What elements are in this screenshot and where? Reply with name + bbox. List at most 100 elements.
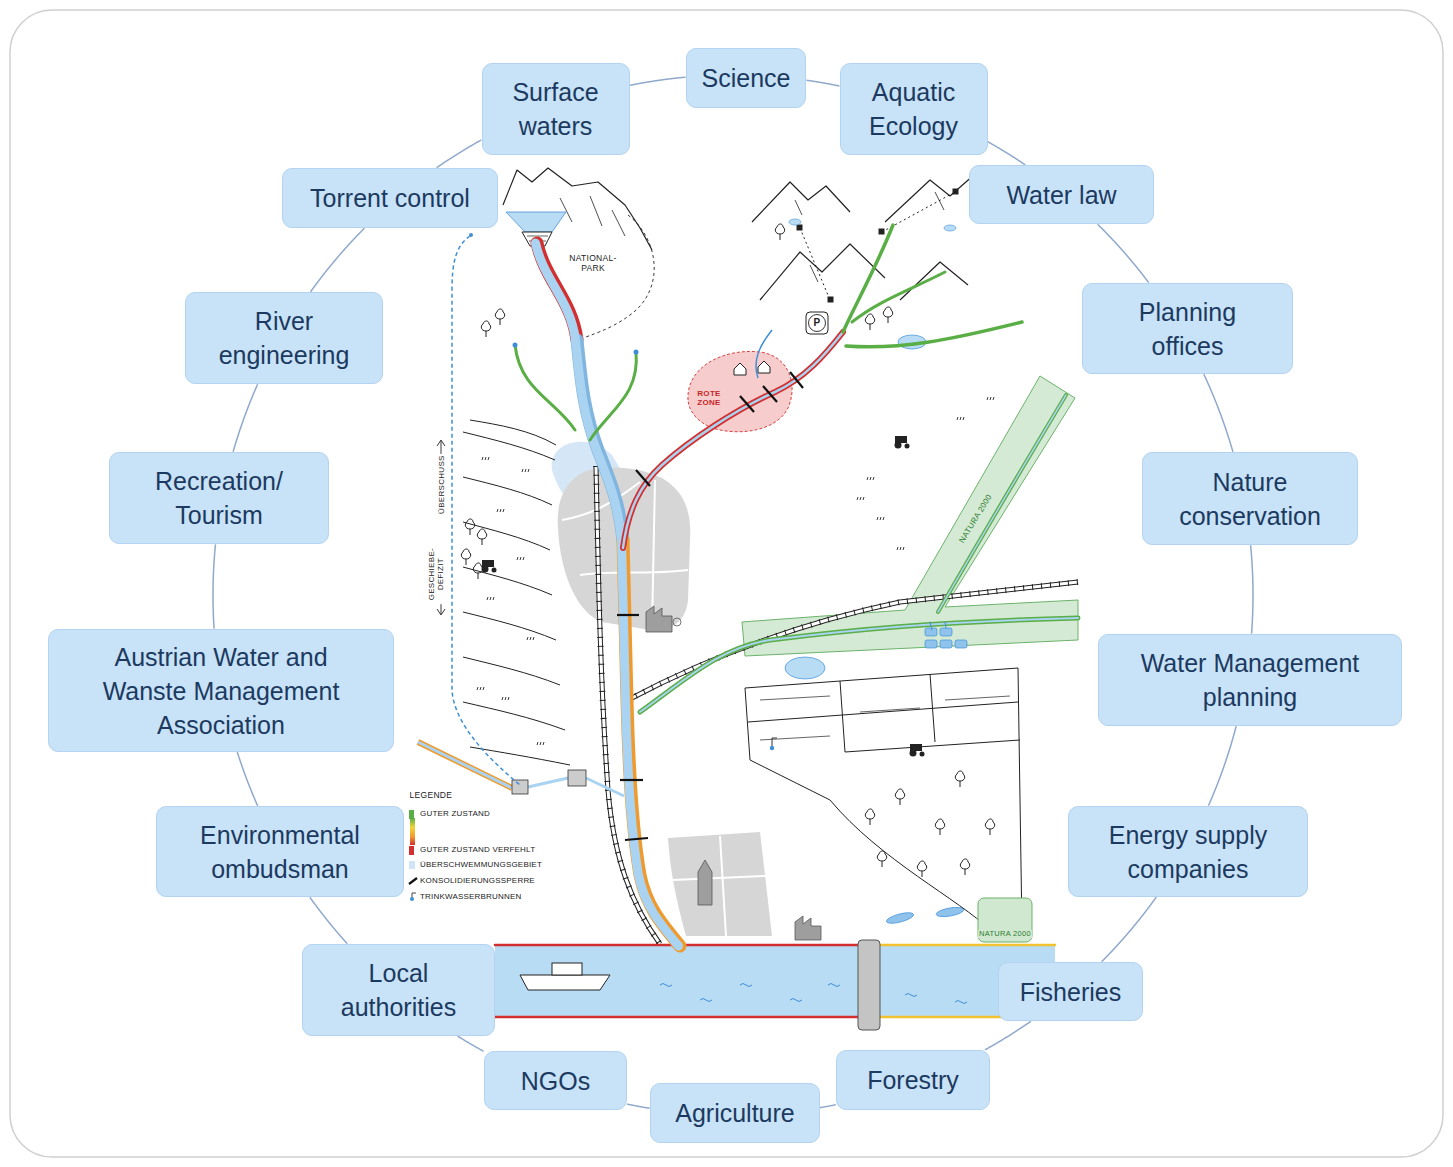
- red-zone: [758, 361, 770, 373]
- field-lines: [463, 432, 555, 460]
- mountain: [900, 262, 968, 300]
- fish-pond: [936, 906, 965, 919]
- stakeholder-name: Planning offices: [1118, 295, 1258, 363]
- town: [672, 876, 766, 880]
- ring-connector: [1251, 545, 1253, 633]
- stakeholder-name: Environmental ombudsman: [180, 818, 380, 886]
- tree: [883, 307, 892, 323]
- tractor: [482, 436, 925, 757]
- farmland: [745, 668, 1022, 930]
- river: [623, 540, 680, 946]
- river: [634, 350, 639, 355]
- stakeholder-box: Planning offices: [1082, 283, 1293, 374]
- tractor: [895, 436, 910, 449]
- ring-connector: [237, 752, 257, 806]
- zone-label: ROTE ZONE: [693, 389, 725, 407]
- tree: [461, 224, 994, 877]
- sediment-path: [452, 233, 520, 785]
- field-lines: [470, 747, 570, 765]
- stakeholder-name: Aquatic Ecology: [854, 75, 974, 143]
- box-content: Fisheries: [1020, 975, 1121, 1009]
- stakeholder-box: Science: [686, 48, 806, 108]
- stakeholder-box: Energy supply companies: [1068, 806, 1308, 897]
- legend-swatch: [409, 810, 414, 819]
- river: [495, 225, 1078, 1017]
- tree: [477, 529, 486, 545]
- stakeholder-name: Agriculture: [675, 1096, 795, 1130]
- legend-text: GUTER ZUSTAND VERFEHLT: [420, 845, 536, 855]
- town: [652, 480, 655, 628]
- railway: [628, 582, 1078, 700]
- town: [562, 480, 766, 936]
- grass: [517, 557, 524, 560]
- legend-symbol: [410, 818, 415, 845]
- railway: [596, 466, 1078, 944]
- box-content: Nature conservation: [1160, 465, 1340, 533]
- legend-text: ÜBERSCHWEMMUNGSGEBIET: [420, 860, 543, 870]
- grass: [502, 697, 509, 700]
- box-content: NGOs: [521, 1064, 590, 1098]
- legend-row: TRINKWASSERBRUNNEN: [409, 892, 523, 902]
- wave: [660, 984, 967, 1004]
- grass: [477, 397, 994, 745]
- natura-band: [742, 376, 1078, 656]
- farmland: [845, 740, 1020, 752]
- stakeholder-box: Recreation/ Tourism: [109, 452, 329, 544]
- stakeholder-name: Austrian Water and Wanste Management Ass…: [91, 640, 351, 742]
- river: [590, 352, 636, 440]
- farmland: [840, 681, 845, 752]
- tree: [461, 549, 470, 565]
- field-lines: [463, 612, 556, 640]
- farmland: [745, 668, 1022, 930]
- ring-connector: [630, 77, 686, 85]
- box-content: Surface waters: [496, 75, 616, 143]
- building-icon: [698, 860, 712, 905]
- consolidation-dam: [636, 470, 650, 486]
- legend-row: GUTER ZUSTAND: [409, 809, 491, 819]
- wave: [790, 999, 802, 1002]
- building-icon: [673, 618, 681, 626]
- ski-lift: [797, 225, 802, 230]
- boat: [520, 975, 610, 990]
- tree: [865, 314, 874, 330]
- tree: [960, 859, 969, 875]
- grass: [957, 417, 964, 420]
- grass: [877, 517, 884, 520]
- grass: [897, 547, 904, 550]
- national-park-border: [578, 215, 654, 340]
- building-icon: [646, 606, 672, 632]
- tractor: [492, 568, 497, 573]
- mountain: [795, 192, 944, 282]
- ring-connector: [806, 80, 839, 86]
- grass: [497, 509, 504, 512]
- map-label: GESCHIEBE- DEFIZIT: [427, 544, 445, 604]
- weir: [858, 940, 880, 1030]
- fish-pond: [940, 640, 952, 648]
- river: [640, 618, 1078, 712]
- stakeholder-name: River engineering: [199, 304, 369, 372]
- frame: [10, 10, 1443, 1157]
- river: [843, 225, 893, 332]
- legend-symbol-slot: [409, 877, 414, 886]
- stakeholder-box: Agriculture: [650, 1083, 820, 1143]
- farmland: [760, 696, 1010, 740]
- box-content: Science: [702, 61, 791, 95]
- grass: [527, 637, 534, 640]
- field-lines: [463, 702, 565, 730]
- ring-connector: [1098, 224, 1149, 282]
- stakeholder-name: Nature conservation: [1160, 465, 1340, 533]
- stakeholder-box: Local authorities: [302, 944, 495, 1036]
- river: [515, 345, 575, 430]
- mountain: [503, 168, 652, 250]
- wave: [828, 984, 840, 987]
- tractor: [910, 744, 925, 757]
- legend-title: LEGENDE: [409, 791, 454, 801]
- reservoir: [506, 212, 956, 246]
- ring-connector: [310, 897, 347, 943]
- tree: [775, 224, 784, 240]
- sediment-arrow: [437, 440, 445, 455]
- ring-connector: [1204, 374, 1233, 452]
- fish-pond: [925, 640, 937, 648]
- farmland: [748, 702, 1018, 722]
- consolidation-dam: [617, 372, 803, 840]
